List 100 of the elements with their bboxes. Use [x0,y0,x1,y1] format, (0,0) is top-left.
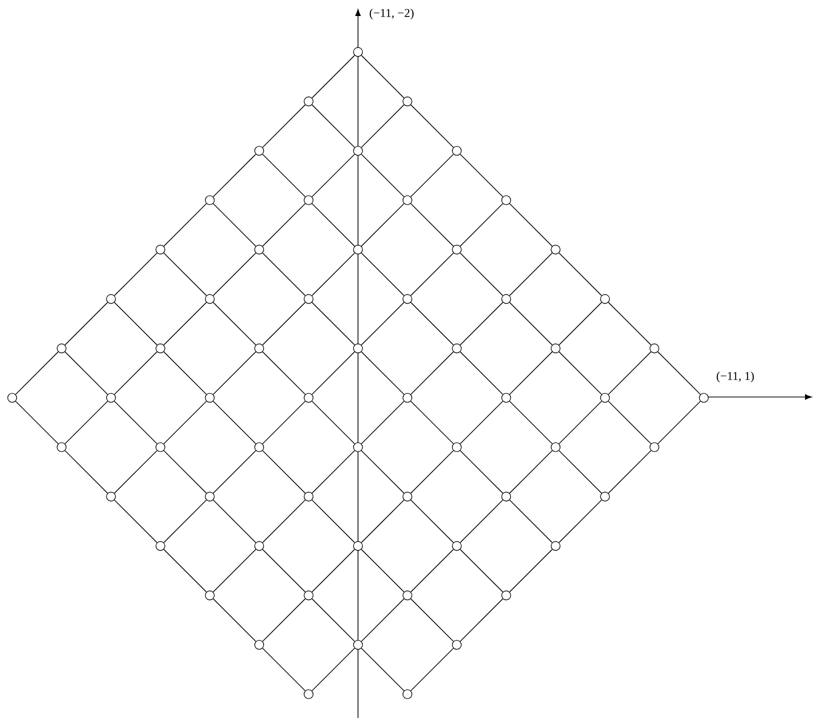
lattice-edge [361,351,404,395]
lattice-edge [312,400,355,444]
lattice-edge [460,252,504,296]
lattice-node [402,294,412,304]
lattice-node [600,294,610,304]
lattice-edge [312,648,355,692]
lattice-node [452,442,462,452]
lattice-node [501,195,512,206]
lattice-edge [312,450,355,494]
lattice-edge [410,203,454,247]
lattice-edge [212,302,256,346]
lattice-node [204,294,215,304]
lattice-node [353,344,363,354]
lattice-edge [212,598,256,642]
lattice-edge [15,400,59,444]
lattice-node [156,541,166,551]
lattice-edge [212,450,256,494]
lattice-edge [163,549,207,592]
lattice-edge [262,598,306,642]
lattice-edge [15,351,59,395]
lattice-edge [460,351,504,395]
lattice-edge [410,598,454,642]
lattice-edge [312,154,355,198]
lattice-edge [163,400,207,444]
lattice-edge [410,104,454,148]
lattice-node [353,244,363,254]
lattice-edge [262,252,306,296]
lattice-edge [262,154,306,198]
lattice-node [204,492,215,502]
lattice-edge [608,351,652,395]
lattice-edge [114,400,158,444]
lattice-edge [608,450,652,494]
lattice-node [304,590,314,600]
lattice-node [106,392,116,403]
lattice-edge [64,351,108,395]
lattice-node [452,344,462,354]
lattice-edge [361,500,404,543]
lattice-edge [114,302,158,346]
lattice-edge [460,154,504,198]
lattice-edge [312,598,355,642]
lattice-node [254,442,264,452]
lattice-node [353,541,363,551]
lattice-edge [262,104,306,148]
lattice-edge [212,252,256,296]
lattice-edge [460,400,504,444]
lattice-edge [410,154,454,198]
lattice-edge [509,500,553,543]
lattice-edge [460,549,504,592]
lattice-node [452,146,462,156]
lattice-node [452,244,462,254]
lattice-edge [361,549,404,592]
lattice-edge [312,104,355,148]
lattice-edge [312,549,355,592]
lattice-edge [163,252,207,296]
lattice-edge [410,302,454,346]
lattice-edge [509,400,553,444]
lattice-edge [410,500,454,543]
lattice-edge [212,549,256,592]
lattice-node [501,294,512,304]
lattice-node [304,689,314,700]
lattice-node [402,590,412,600]
lattice-edge [262,648,306,692]
lattice-node [304,96,314,106]
lattice-edge [361,648,404,692]
lattice-edge [460,302,504,346]
lattice-edge [509,549,553,592]
lattice-edge [212,351,256,395]
lattice-edge [163,203,207,247]
lattice-edge [509,252,553,296]
lattice-edge [262,450,306,494]
lattice-node [254,244,264,254]
lattice-edge [361,154,404,198]
lattice-edge [312,252,355,296]
lattice-edge [312,302,355,346]
lattice-edge [312,500,355,543]
lattice-edge [114,252,158,296]
lattice-node [353,442,363,452]
lattice-node [402,96,412,106]
lattice-edge [212,400,256,444]
lattice-node [156,344,166,354]
lattice-node [501,392,512,403]
lattice-node [254,344,264,354]
lattice-edge [558,302,602,346]
lattice-edge [212,500,256,543]
lattice-edge [361,400,404,444]
lattice-edge [558,400,602,444]
lattice-edge [361,598,404,642]
lattice-edge [657,400,701,444]
lattice-edge [163,500,207,543]
lattice-node [304,195,314,206]
lattice-edge [460,450,504,494]
lattice-node [650,344,660,354]
lattice-node [254,146,264,156]
lattice-node [402,492,412,502]
lattice-edge [163,450,207,494]
lattice-edge [114,351,158,395]
coordinate-label: (−11, −2) [370,8,414,20]
lattice-node [550,541,560,551]
lattice-node [501,492,512,502]
lattice-node [650,442,660,452]
